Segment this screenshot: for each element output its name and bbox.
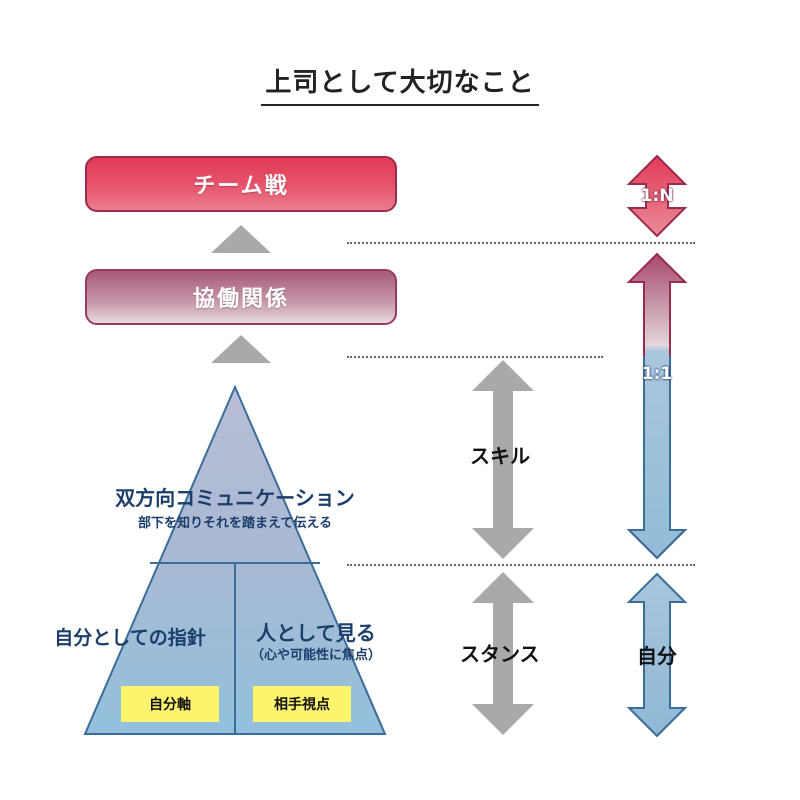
stance-double-arrow — [472, 572, 534, 735]
self-guideline-title: 自分としての指針 — [54, 627, 206, 649]
two-way-communication-subtitle: 部下を知りそれを踏まえて伝える — [138, 516, 332, 531]
cooperation-box: 協働関係 — [85, 269, 397, 325]
skill-double-arrow — [472, 360, 534, 559]
self-double-arrow — [626, 572, 688, 738]
team-box: チーム戦 — [85, 156, 397, 212]
separator-line-bottom — [347, 564, 695, 566]
self-axis-tag: 自分軸 — [121, 686, 219, 722]
one-to-one-lower-outline — [626, 356, 688, 560]
self-label: 自分 — [637, 644, 677, 668]
separator-line-top — [347, 242, 695, 244]
see-as-person-title: 人として見る — [256, 621, 376, 645]
skill-label: スキル — [470, 444, 530, 468]
see-as-person-subtitle: （心や可能性に焦点） — [250, 648, 381, 663]
other-perspective-tag: 相手視点 — [253, 686, 351, 722]
one-to-n-label: 1:N — [640, 186, 674, 206]
two-way-communication-title: 双方向コミュニケーション — [115, 486, 355, 510]
diagram-title: 上司として大切なこと — [0, 62, 800, 106]
one-to-one-label: 1:1 — [641, 364, 673, 384]
one-to-n-double-arrow — [626, 154, 688, 238]
up-triangle-1 — [211, 225, 271, 253]
up-triangle-2 — [211, 335, 271, 363]
one-to-one-double-arrow — [626, 252, 688, 560]
separator-line-middle — [347, 356, 603, 358]
stance-label: スタンス — [460, 642, 540, 666]
